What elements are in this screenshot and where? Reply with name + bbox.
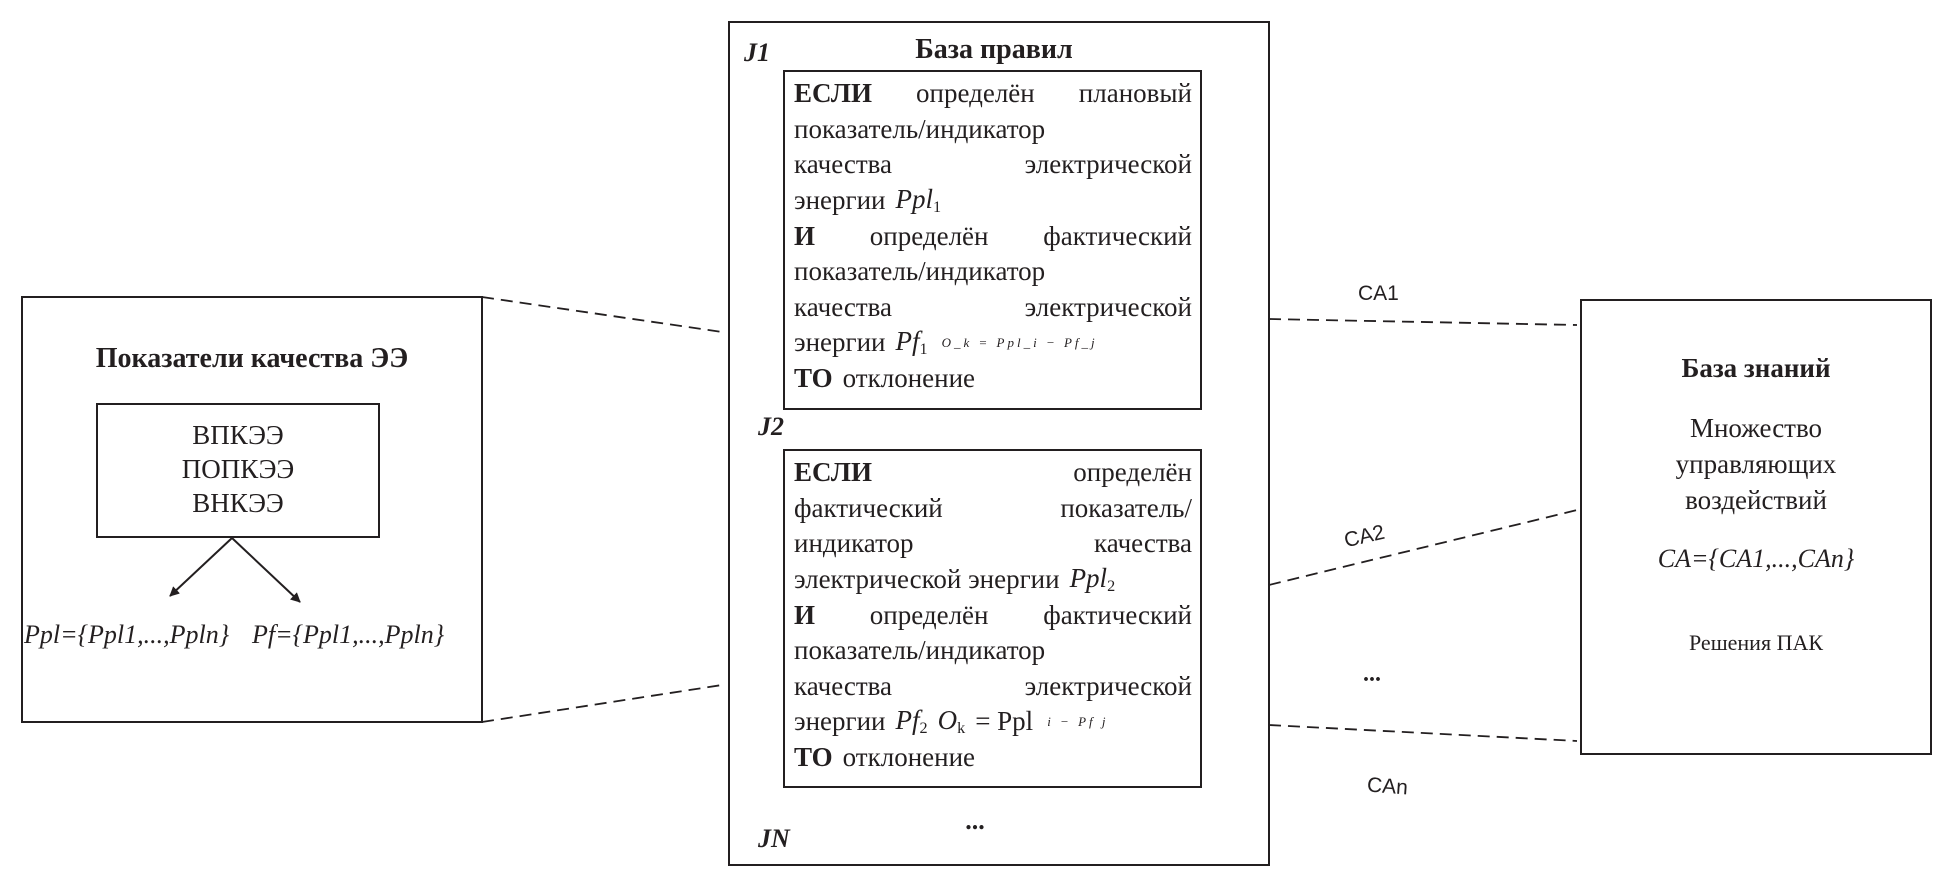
rule-keyword: И [794, 220, 816, 251]
knowledge-base-title: База знаний [1681, 353, 1831, 383]
rule-2-text: ЕСЛИ определён фактический показатель/индик… [794, 455, 1192, 775]
rule-line: энергии Pf2 Ok = Ppl i − Pf j [794, 704, 1192, 740]
deviation-formula: i − Pf j [1047, 713, 1109, 729]
zoom-line-top [481, 296, 723, 333]
rule-word: = Ppl [975, 706, 1034, 737]
rule-word: определён [869, 220, 989, 251]
knowledge-base-box [1580, 299, 1932, 755]
knowledge-line: Множество [1689, 413, 1823, 443]
rule-2-box [783, 449, 1202, 788]
rule-line: показатель/индикатор [794, 254, 1192, 290]
knowledge-line: воздействий [1685, 485, 1827, 515]
rule-word: показатель/индикатор [794, 113, 1046, 144]
pak-solutions-label: Решения ПАК [1688, 630, 1824, 655]
rule-keyword: ТО [794, 742, 833, 773]
rule-word: Pf2 [895, 705, 928, 738]
rule-label-jn: JN [758, 824, 790, 853]
connector-ca1 [1268, 318, 1578, 326]
rule-1-text: ЕСЛИ определён плановый показатель/индикато… [794, 76, 1192, 396]
rule-word: показатель/ [1060, 492, 1192, 523]
rule-line: энергии Pf1 O_k = Ppl_i − Pf_j [794, 325, 1192, 361]
rule-word: электрической [1024, 291, 1192, 322]
rule-word: электрической [1024, 149, 1192, 180]
pf-set-formula: Pf={Ppl1,...,Ppln} [252, 620, 445, 649]
connector-ca2 [1268, 509, 1578, 586]
rule-line: качества электрической [794, 669, 1192, 705]
quality-indicators-box [21, 296, 483, 723]
can-label: CAn [1366, 773, 1409, 800]
rule-line: качества электрической [794, 147, 1192, 183]
rule-word: фактический [794, 492, 943, 523]
indicator-item: ВПКЭЭ [192, 420, 284, 450]
rule-word: плановый [1078, 78, 1192, 109]
connector-can [1268, 724, 1578, 742]
control-actions-formula: CA={CA1,...,CAn} [1657, 544, 1855, 573]
rule-keyword: И [794, 599, 816, 630]
rule-word: отклонение [842, 742, 976, 773]
rule-word: фактический [1043, 599, 1192, 630]
rule-word: показатель/индикатор [794, 256, 1046, 287]
rule-ellipsis: ... [965, 806, 985, 835]
rule-keyword: ТО [794, 363, 833, 394]
rule-word: фактический [1043, 220, 1192, 251]
indicator-item: ВНКЭЭ [192, 488, 284, 518]
rule-label-j1: J1 [744, 38, 770, 67]
arrow-to-ppl [169, 537, 233, 597]
rule-word: отклонение [842, 363, 976, 394]
rule-word: энергии [794, 706, 886, 737]
rule-word: электрической [1024, 670, 1192, 701]
rule-line: ЕСЛИ определён [794, 455, 1192, 491]
arrow-to-pf [231, 537, 301, 603]
indicator-item: ПОПКЭЭ [181, 454, 295, 484]
zoom-line-bottom [481, 684, 723, 723]
rule-line: ТО отклонение [794, 740, 1192, 776]
ca1-label: CA1 [1358, 282, 1399, 305]
rule-word: качества [794, 670, 893, 701]
deviation-formula: O_k = Ppl_i − Pf_j [941, 334, 1098, 350]
rule-line: индикатор качества [794, 526, 1192, 562]
rule-line: качества электрической [794, 290, 1192, 326]
rule-word: определён [916, 78, 1035, 109]
rule-word: Ppl1 [895, 184, 942, 217]
knowledge-line: управляющих [1675, 449, 1837, 479]
rule-line: фактический показатель/ [794, 491, 1192, 527]
rule-word: индикатор [794, 528, 914, 559]
rule-word: энергии [794, 185, 886, 216]
ppl-set-formula: Ppl={Ppl1,...,Ppln} [24, 620, 230, 649]
rule-line: ТО отклонение [794, 361, 1192, 397]
rule-word: качества [794, 291, 893, 322]
rule-word: электрической энергии [794, 564, 1060, 595]
rule-keyword: ЕСЛИ [794, 78, 872, 109]
rule-label-j2: J2 [758, 412, 784, 441]
rule-line: показатель/индикатор [794, 112, 1192, 148]
rule-word: показатель/индикатор [794, 635, 1046, 666]
rule-line: ЕСЛИ определён плановый [794, 76, 1192, 112]
rule-base-box [728, 21, 1270, 866]
rule-line: показатель/индикатор [794, 633, 1192, 669]
rule-word: определён [1073, 457, 1192, 488]
indicator-list-box [96, 403, 380, 538]
rule-base-title: База правил [915, 34, 1073, 65]
rule-word: качества [1093, 528, 1192, 559]
rule-line: энергии Ppl1 [794, 183, 1192, 219]
rule-keyword: ЕСЛИ [794, 457, 872, 488]
rule-word: энергии [794, 327, 886, 358]
quality-indicators-title: Показатели качества ЭЭ [95, 343, 409, 374]
rule-word: Pf1 [895, 326, 928, 359]
rule-word: Ppl2 [1069, 563, 1116, 596]
rule-line: электрической энергии Ppl2 [794, 562, 1192, 598]
rule-1-box [783, 70, 1202, 410]
rule-word: определён [869, 599, 989, 630]
rule-word: качества [794, 149, 893, 180]
rule-word: Ok [937, 705, 966, 738]
connection-ellipsis: ... [1363, 661, 1381, 687]
